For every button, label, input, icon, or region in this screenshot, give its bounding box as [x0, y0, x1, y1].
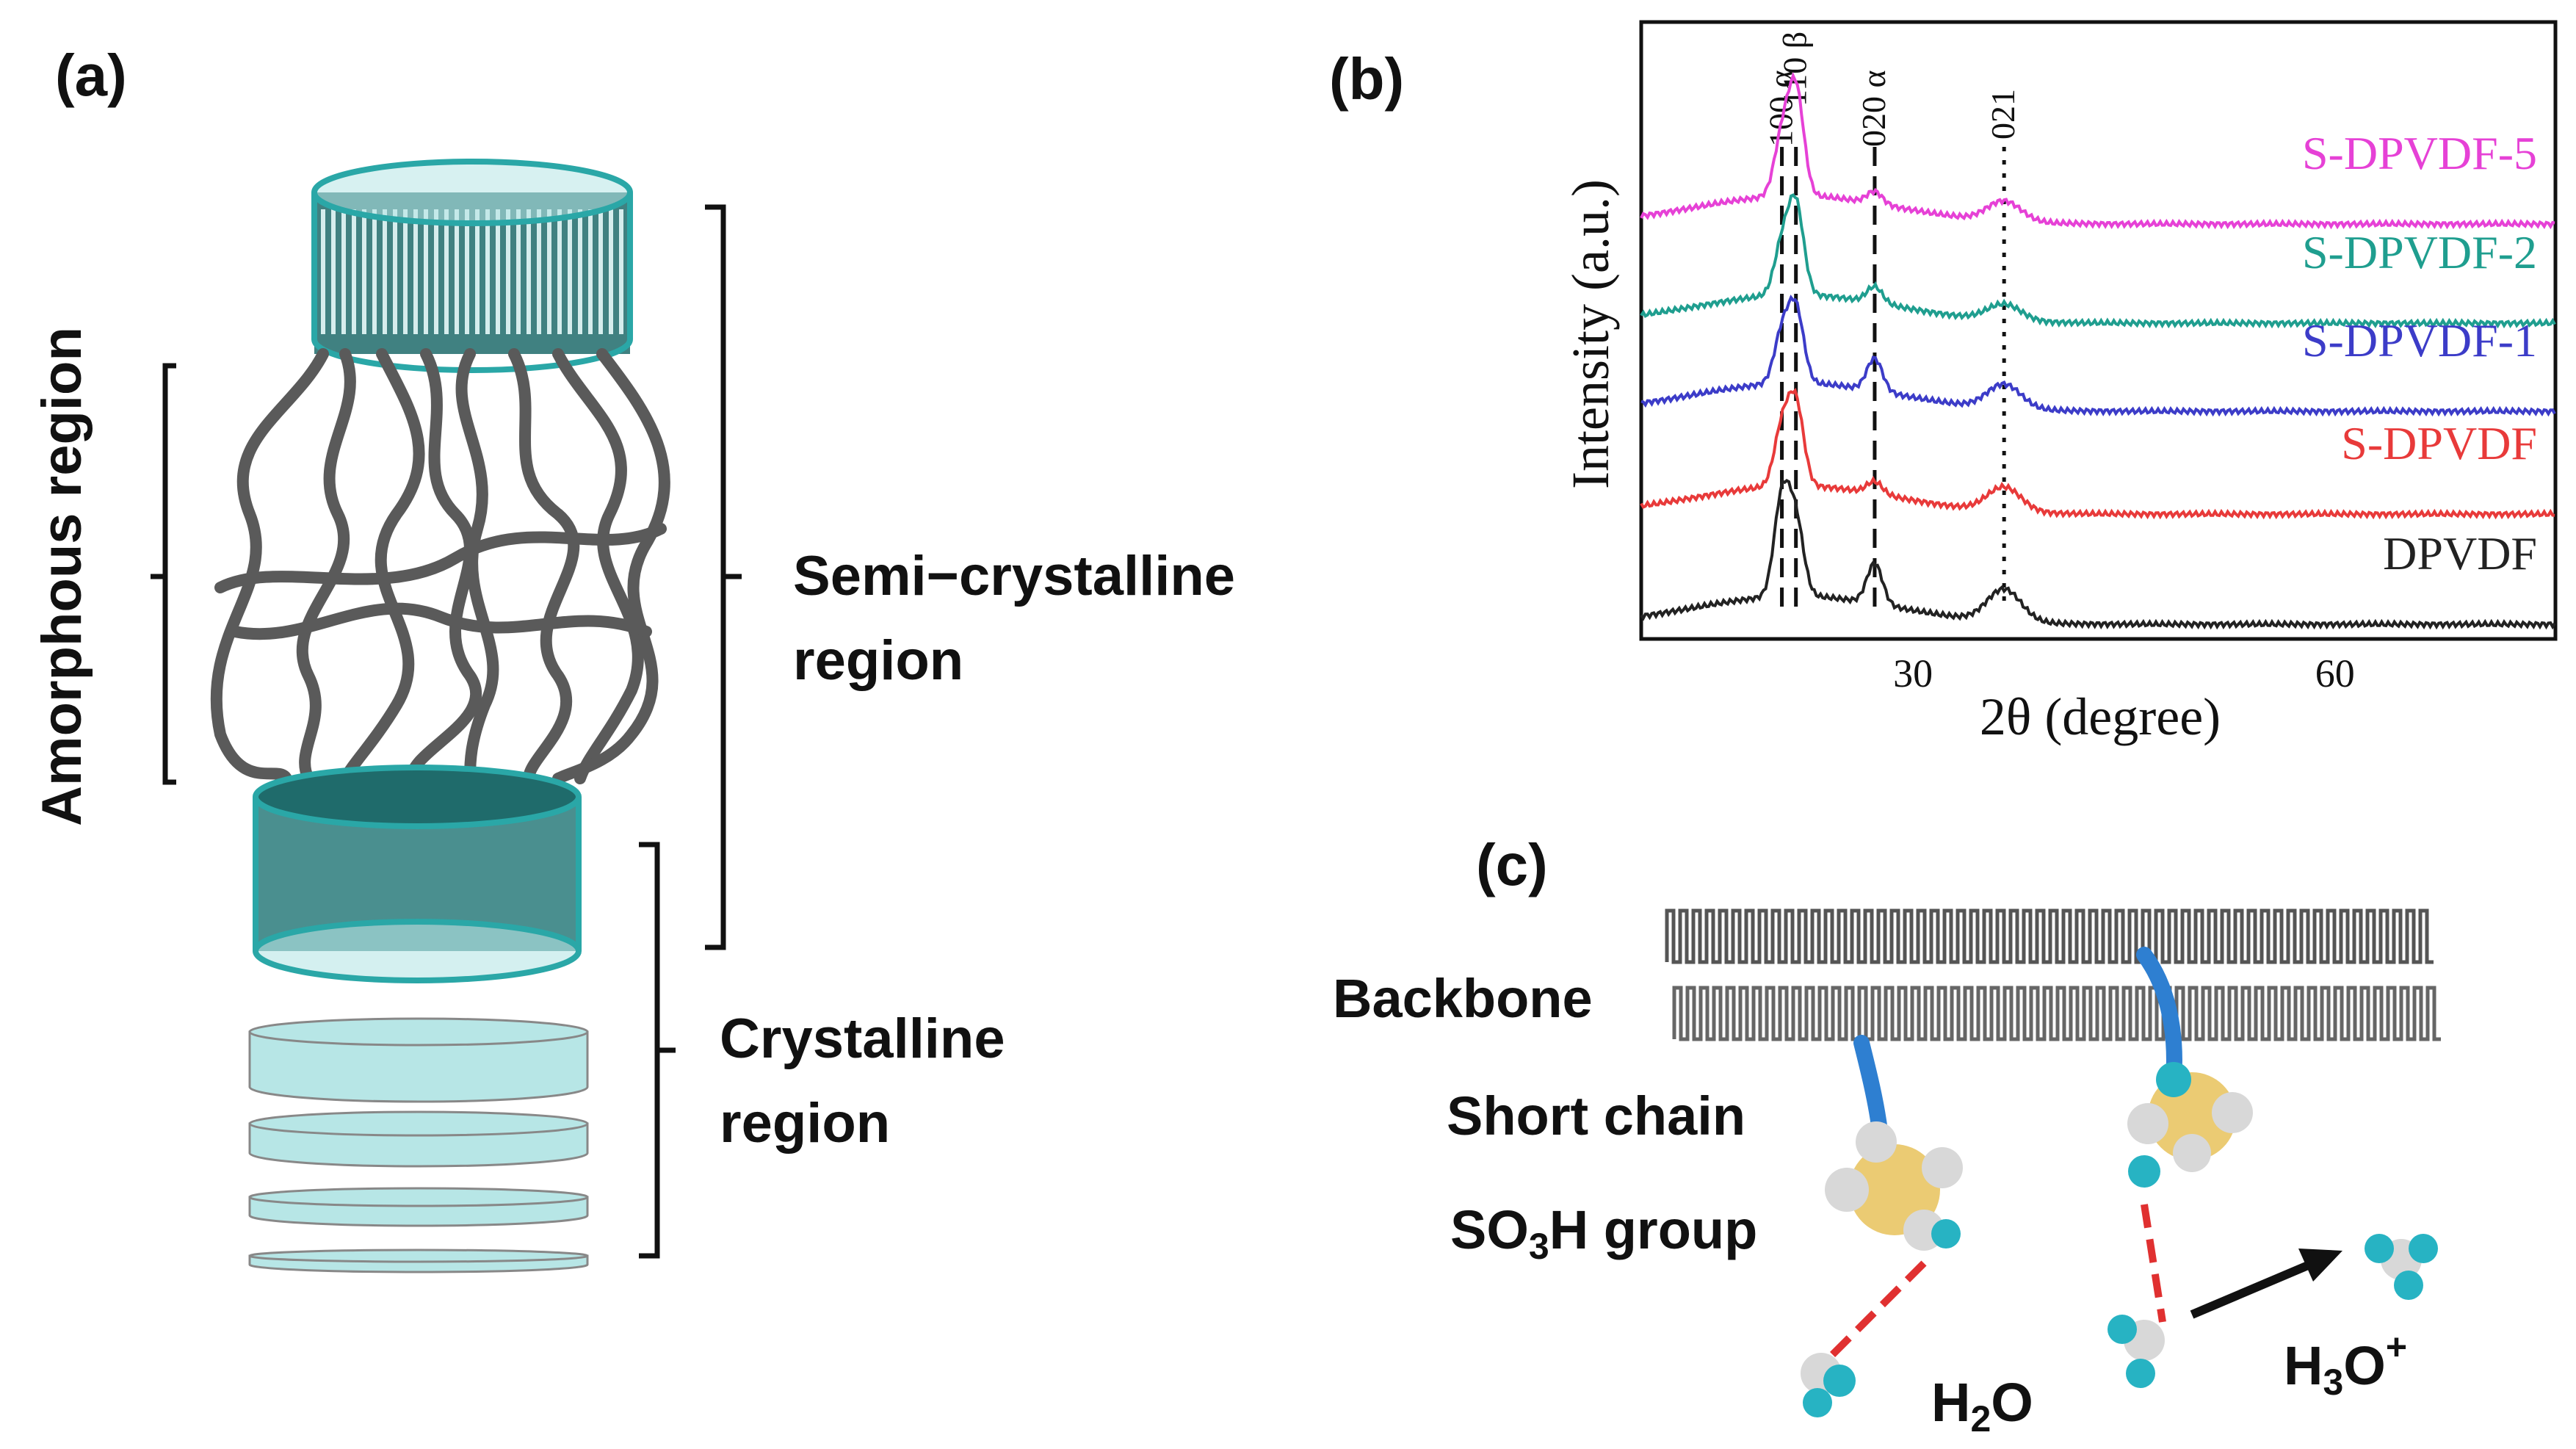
series-line [1640, 71, 2555, 230]
series-label: S-DPVDF-1 [2302, 314, 2537, 366]
crystalline-label-line2: region [720, 1092, 890, 1154]
h2o-label: H2O [1931, 1372, 2033, 1439]
h3o-label: H3O+ [2284, 1326, 2407, 1403]
series-label: S-DPVDF-2 [2302, 226, 2537, 278]
peak-label: 020 α [1855, 70, 1892, 147]
hbond-right [2141, 1204, 2166, 1323]
semi-crystalline-label-line1: Semi−crystalline [793, 545, 1235, 607]
peak-label: 021 [1984, 89, 2022, 140]
panel-c: (c) [1333, 832, 2441, 1439]
hydronium-molecule-right [2365, 1234, 2438, 1300]
so3h-group-right [2127, 1062, 2253, 1188]
series-label: S-DPVDF-5 [2302, 127, 2537, 179]
x-tick-label: 60 [2315, 651, 2355, 695]
semi-bracket [705, 204, 742, 950]
hydronium-molecule-left [2108, 1315, 2165, 1388]
so3h-group-left [1825, 1121, 1963, 1251]
crystalline-lamellae [248, 1017, 589, 1273]
panel-a: (a) [31, 43, 1235, 1273]
so3h-label: SO3H group [1450, 1199, 1757, 1267]
peak-label: 110 β [1776, 32, 1814, 106]
proton-transfer-arrow [2190, 1259, 2315, 1319]
backbone-chain-top [1665, 908, 2434, 964]
amorphous-bracket [151, 363, 176, 785]
panel-a-tag: (a) [55, 43, 127, 108]
side-chain-left [1853, 1035, 1888, 1139]
series-line [1640, 193, 2556, 329]
crystalline-label-line1: Crystalline [720, 1008, 1005, 1070]
arrow-head [2298, 1249, 2342, 1282]
backbone-chain-bottom [1672, 986, 2441, 1041]
panel-c-tag: (c) [1476, 832, 1548, 897]
crystalline-bracket [639, 842, 676, 1259]
plot-frame [1639, 20, 2558, 641]
amorphous-chains [210, 348, 670, 784]
series-line [1640, 388, 2555, 520]
x-tick-label: 30 [1893, 651, 1933, 695]
top-crystal-disk [311, 159, 633, 373]
backbone-label: Backbone [1333, 968, 1593, 1029]
side-chain-right [2136, 947, 2182, 1088]
water-molecule [1801, 1353, 1856, 1417]
y-axis-label: Intensity (a.u.) [1561, 179, 1620, 489]
series-label: S-DPVDF [2341, 417, 2537, 469]
semi-crystalline-label-line2: region [793, 629, 963, 692]
short-chain-label: Short chain [1447, 1085, 1745, 1146]
x-axis-label: 2θ (degree) [1980, 687, 2221, 746]
peak-label: 100 α [1762, 70, 1800, 147]
bottom-crystal-disk [253, 765, 582, 983]
series-line [1640, 478, 2556, 630]
series-line [1640, 295, 2556, 417]
series-label: DPVDF [2383, 527, 2537, 579]
amorphous-label: Amorphous region [31, 327, 93, 826]
hbond-left [1826, 1260, 1927, 1362]
panel-b-tag: (b) [1329, 46, 1404, 112]
